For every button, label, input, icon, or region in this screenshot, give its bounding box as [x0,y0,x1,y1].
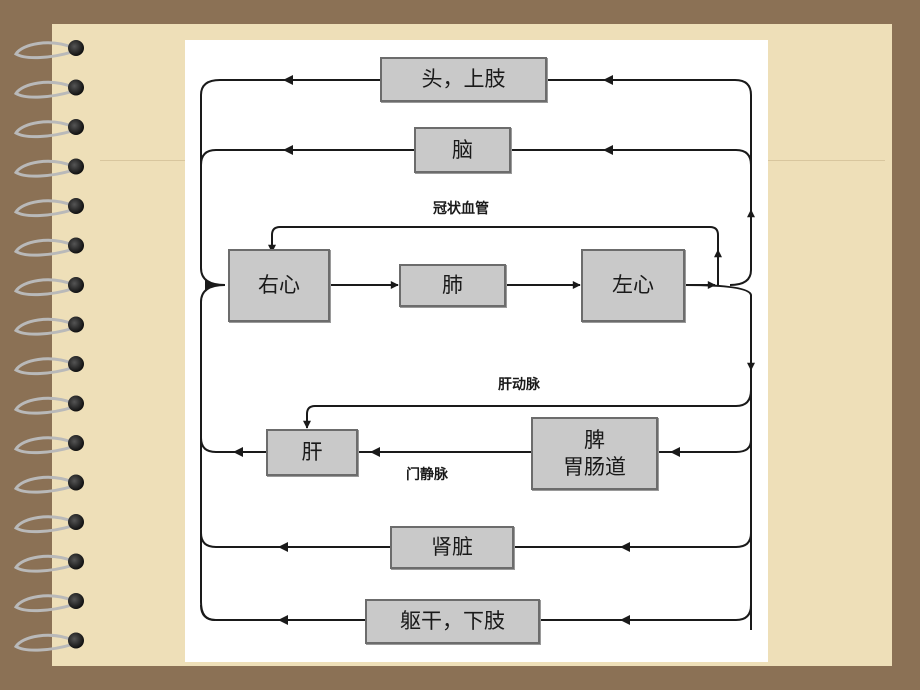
spiral-ring [13,396,75,415]
spleen-gi-box: 脾 胃肠道 [531,417,658,490]
brain-out-line [200,149,414,166]
coronary-loop-line [268,226,719,285]
spiral-ring [13,238,75,257]
spiral-ring [13,159,75,178]
vena-cava-upper-line [200,79,226,286]
spiral-ring [13,278,75,297]
binding-hole [68,632,84,649]
arrowhead [283,145,293,155]
portal-vein-label: 门静脉 [406,467,448,483]
coronary-vessel-label: 冠状血管 [433,201,489,217]
spiral-ring [13,41,75,60]
binding-hole [68,40,84,56]
aorta-trunk-line [684,284,753,631]
brain-in-line [511,149,752,166]
arrowhead [205,280,215,290]
hepatic-artery-label: 肝动脉 [498,377,540,393]
binding-hole [68,277,84,293]
aorta-upper-line [729,79,752,286]
binding-hole [68,474,84,491]
liver-out-line [200,437,266,453]
arrowhead [670,447,680,457]
left-heart-box: 左心 [581,249,685,322]
binding-hole [68,316,84,333]
spiral-ring [13,357,75,376]
arrowhead [620,615,630,625]
brain-box: 脑 [414,127,511,173]
hepatic-artery-line [303,389,752,429]
spiral-ring [13,199,75,218]
arrowhead [620,542,630,552]
arrowhead [278,542,288,552]
head-upper-limbs-box: 头，上肢 [380,57,547,102]
spiral-ring [13,436,75,455]
right-heart-box: 右心 [228,249,330,322]
arrowhead [283,75,293,85]
binding-hole [68,158,84,175]
arrowhead [278,615,288,625]
binding-hole [68,553,84,570]
kidney-out-line [200,532,390,548]
trunk-lower-limbs-box: 躯干，下肢 [365,599,540,644]
kidney-box: 肾脏 [390,526,514,569]
circulation-diagram: 头，上肢 脑 右心 肺 左心 肝 脾 胃肠道 肾脏 躯干，下肢 冠状血管 肝动脉… [185,40,768,662]
spiral-ring [13,515,75,534]
arrowhead [603,75,613,85]
binding-hole [68,79,84,96]
spiral-ring [13,633,75,652]
binding-hole [68,435,84,451]
binding-hole [68,237,84,254]
binding-hole [68,593,84,609]
liver-box: 肝 [266,429,358,476]
flow-lines [200,75,755,631]
lung-box: 肺 [399,264,506,307]
spiral-binding [13,40,84,652]
gi-in-line [658,439,752,453]
lower-limb-in-line [540,604,752,621]
spiral-ring [13,80,75,99]
lower-limb-out-line [200,604,365,621]
arrowhead [233,447,243,457]
spiral-ring [13,594,75,613]
kidney-in-line [514,532,752,548]
spiral-ring [13,475,75,494]
arrowhead [370,447,380,457]
arrowhead [603,145,613,155]
binding-hole [68,514,84,530]
spiral-ring [13,120,75,139]
binding-hole [68,119,84,135]
spiral-ring [13,317,75,336]
binding-hole [68,356,84,372]
spiral-ring [13,554,75,573]
binding-hole [68,198,84,214]
binding-hole [68,395,84,412]
